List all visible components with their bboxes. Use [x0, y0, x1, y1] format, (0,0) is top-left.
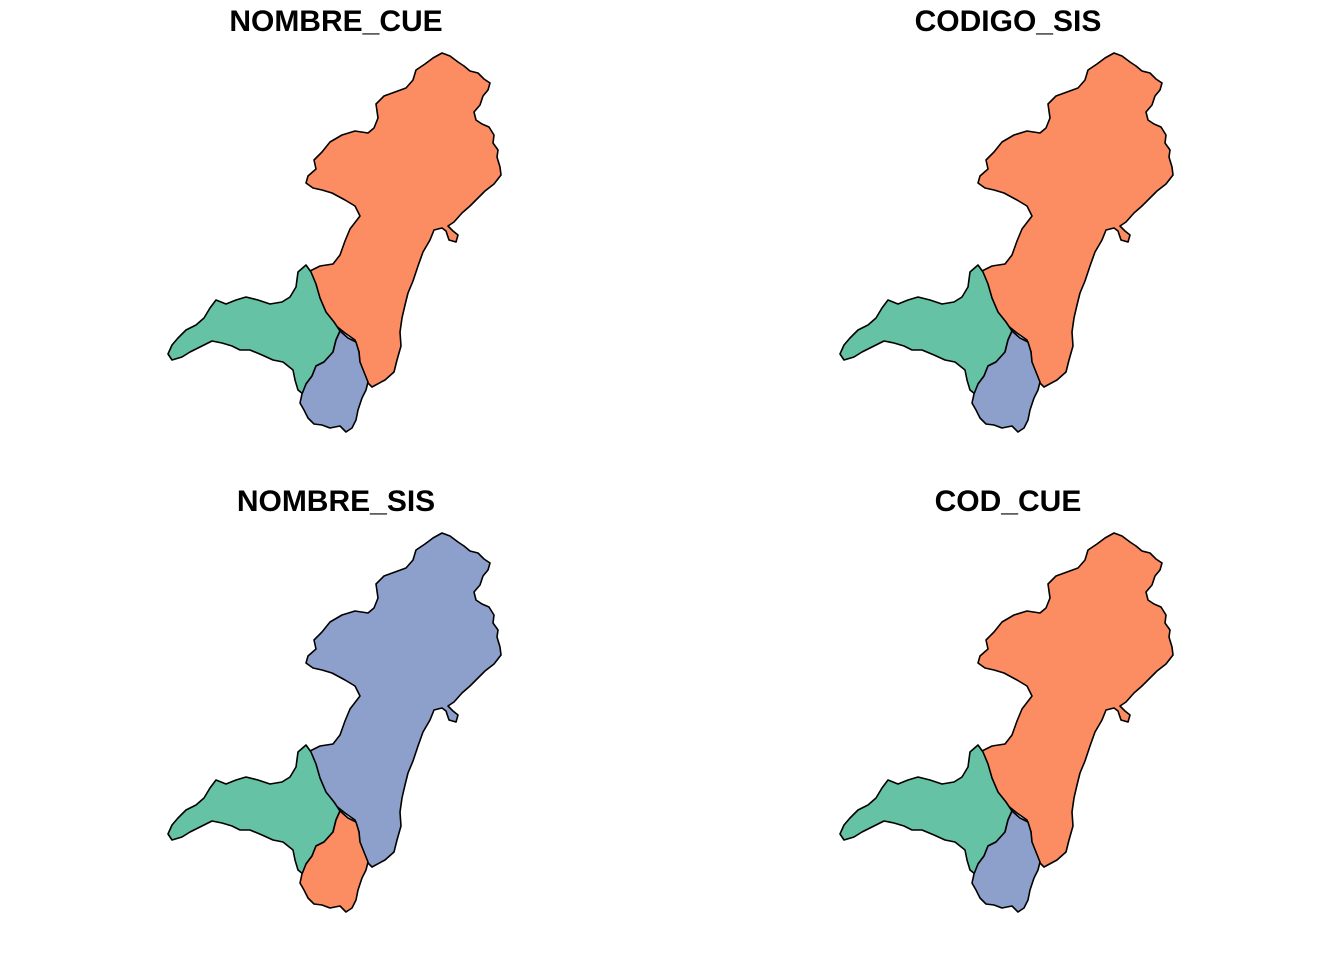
panel-title: COD_CUE [934, 485, 1082, 518]
region-map [167, 52, 502, 433]
region-map [839, 52, 1174, 433]
region-map [839, 532, 1174, 913]
region-north [977, 52, 1174, 388]
region-north [305, 532, 502, 868]
region-south [971, 330, 1041, 433]
map-panel-nombre-cue: NOMBRE_CUE [0, 0, 672, 480]
region-map [167, 532, 502, 913]
region-south [299, 330, 369, 433]
panel-title: NOMBRE_SIS [236, 485, 436, 518]
region-south [971, 810, 1041, 913]
panel-title: NOMBRE_CUE [229, 5, 443, 38]
region-north [977, 532, 1174, 868]
map-panel-codigo-sis: CODIGO_SIS [672, 0, 1344, 480]
region-north [305, 52, 502, 388]
map-panel-nombre-sis: NOMBRE_SIS [0, 480, 672, 960]
map-panel-cod-cue: COD_CUE [672, 480, 1344, 960]
region-south [299, 810, 369, 913]
panel-title: CODIGO_SIS [914, 5, 1102, 38]
